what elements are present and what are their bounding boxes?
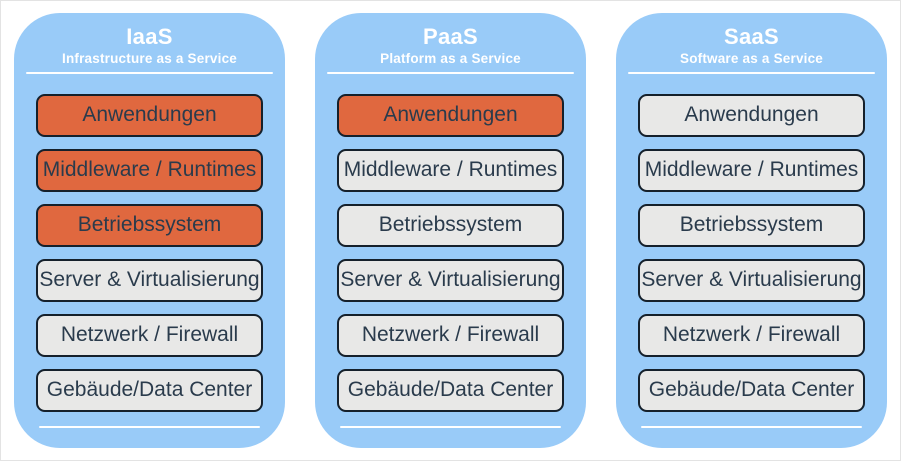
layer-betriebssystem: Betriebssystem xyxy=(638,203,865,247)
column-title: IaaS xyxy=(126,24,173,49)
column-title: PaaS xyxy=(422,24,479,49)
paas-column: PaaS Platform as a Service Anwendungen M… xyxy=(315,13,586,448)
column-subtitle: Infrastructure as a Service xyxy=(62,51,237,66)
saas-layer-stack: Anwendungen Middleware / Runtimes Betrie… xyxy=(616,74,887,424)
layer-gebaeude-data-center: Gebäude/Data Center xyxy=(36,368,263,412)
layer-server-virtualisierung: Server & Virtualisierung xyxy=(337,258,564,302)
column-footer-spacer xyxy=(315,428,586,448)
column-subtitle: Software as a Service xyxy=(679,51,824,66)
layer-server-virtualisierung: Server & Virtualisierung xyxy=(36,258,263,302)
iaas-column: IaaS Infrastructure as a Service Anwendu… xyxy=(14,13,285,448)
layer-betriebssystem: Betriebssystem xyxy=(36,203,263,247)
paas-layer-stack: Anwendungen Middleware / Runtimes Betrie… xyxy=(315,74,586,424)
footer-divider xyxy=(641,425,862,428)
column-footer-spacer xyxy=(14,428,285,448)
iaas-layer-stack: Anwendungen Middleware / Runtimes Betrie… xyxy=(14,74,285,424)
header-divider xyxy=(628,72,875,74)
header-divider xyxy=(327,72,574,74)
layer-server-virtualisierung: Server & Virtualisierung xyxy=(638,258,865,302)
layer-middleware-runtimes: Middleware / Runtimes xyxy=(638,148,865,192)
column-footer-spacer xyxy=(616,428,887,448)
header-divider xyxy=(26,72,273,74)
column-subtitle: Platform as a Service xyxy=(380,51,521,66)
layer-netzwerk-firewall: Netzwerk / Firewall xyxy=(36,313,263,357)
layer-betriebssystem: Betriebssystem xyxy=(337,203,564,247)
iaas-header: IaaS Infrastructure as a Service xyxy=(14,13,285,67)
footer-divider xyxy=(340,425,561,428)
layer-netzwerk-firewall: Netzwerk / Firewall xyxy=(638,313,865,357)
paas-header: PaaS Platform as a Service xyxy=(315,13,586,67)
layer-middleware-runtimes: Middleware / Runtimes xyxy=(337,148,564,192)
layer-anwendungen: Anwendungen xyxy=(337,93,564,137)
layer-netzwerk-firewall: Netzwerk / Firewall xyxy=(337,313,564,357)
column-title: SaaS xyxy=(723,24,780,49)
layer-middleware-runtimes: Middleware / Runtimes xyxy=(36,148,263,192)
layer-gebaeude-data-center: Gebäude/Data Center xyxy=(638,368,865,412)
saas-column: SaaS Software as a Service Anwendungen M… xyxy=(616,13,887,448)
saas-header: SaaS Software as a Service xyxy=(616,13,887,67)
footer-divider xyxy=(39,425,260,428)
layer-gebaeude-data-center: Gebäude/Data Center xyxy=(337,368,564,412)
layer-anwendungen: Anwendungen xyxy=(36,93,263,137)
layer-anwendungen: Anwendungen xyxy=(638,93,865,137)
